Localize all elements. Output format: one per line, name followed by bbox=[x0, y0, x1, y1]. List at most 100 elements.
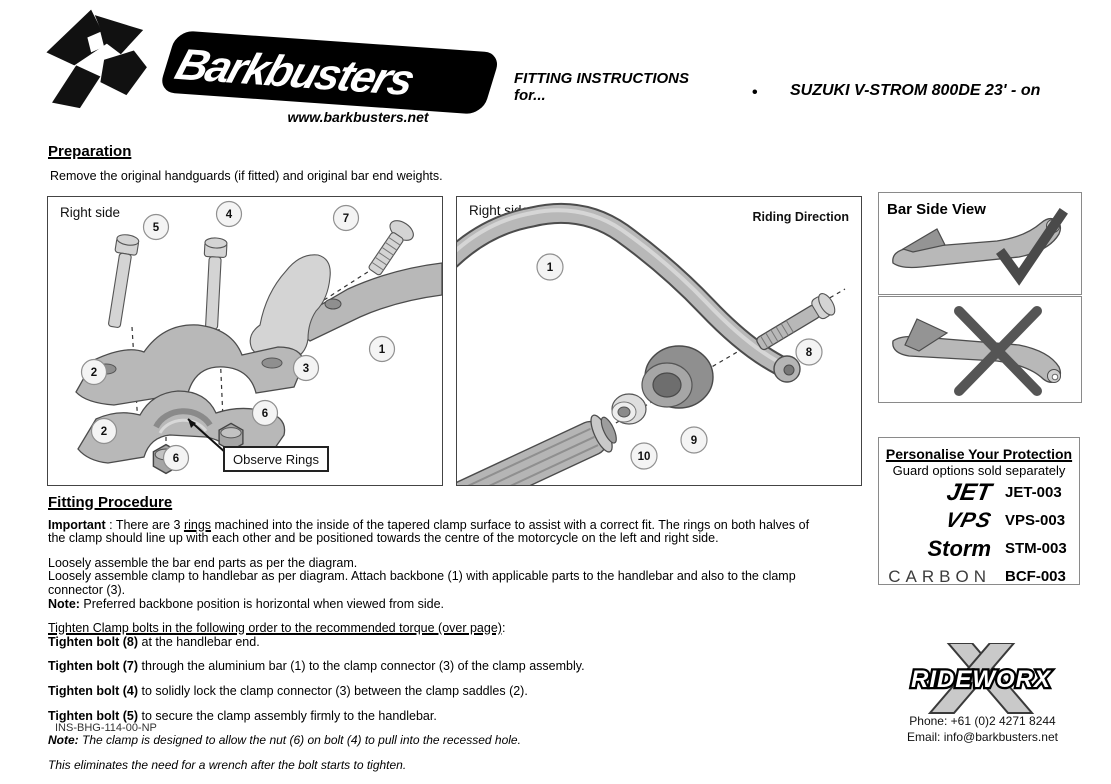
website-url: www.barkbusters.net bbox=[287, 109, 429, 125]
rideworx-x-icon bbox=[946, 643, 1035, 714]
contact-block: Phone: +61 (0)2 4271 8244 Email: info@ba… bbox=[880, 714, 1085, 745]
riding-direction-label: Riding Direction bbox=[752, 210, 849, 224]
barend-diagram-box: Right side Riding Direction bbox=[427, 196, 862, 525]
svg-text:10: 10 bbox=[638, 451, 651, 463]
callout-9: 9 bbox=[680, 426, 708, 454]
jet-logo: JET bbox=[944, 478, 994, 506]
svg-text:6: 6 bbox=[262, 408, 268, 420]
bar-side-view-incorrect-box bbox=[878, 296, 1082, 403]
tighten-heading: Tighten Clamp bolts in the following ord… bbox=[48, 621, 506, 636]
dashed-line bbox=[218, 328, 224, 420]
svg-text:1: 1 bbox=[379, 344, 386, 356]
document-code: INS-BHG-114-00-NP bbox=[55, 722, 157, 734]
fitting-procedure-section: Fitting Procedure Important : There are … bbox=[48, 494, 810, 783]
tighten-bolt-4: Tighten bolt (4) to solidly lock the cla… bbox=[48, 683, 528, 698]
bar-fin bbox=[904, 318, 949, 352]
barend-spacer bbox=[641, 345, 714, 409]
personalise-box: Personalise Your Protection Guard option… bbox=[878, 437, 1080, 586]
rideworx-wordmark: RIDEWORX bbox=[911, 666, 1052, 693]
svg-text:1: 1 bbox=[547, 262, 554, 274]
callout-2b: 2 bbox=[90, 417, 118, 445]
callout-6a: 6 bbox=[251, 399, 279, 427]
bar-eye-hole bbox=[1051, 373, 1059, 381]
bar-side-view-correct: Bar Side View bbox=[887, 201, 1068, 286]
model-name: SUZUKI V-STROM 800DE 23' - on bbox=[790, 82, 1041, 99]
carbon-code: BCF-003 bbox=[1005, 568, 1066, 585]
svg-text:2: 2 bbox=[91, 367, 97, 379]
barkbusters-emblem-icon bbox=[46, 9, 147, 109]
note-line: Note: Preferred backbone position is hor… bbox=[48, 596, 445, 611]
svg-text:7: 7 bbox=[343, 213, 349, 225]
clamp-ring-detail bbox=[158, 418, 208, 434]
doc-title: FITTING INSTRUCTIONS for... bbox=[514, 70, 689, 104]
callout-3: 3 bbox=[292, 354, 320, 382]
storm-code: STM-003 bbox=[1005, 540, 1067, 557]
callout-7: 7 bbox=[332, 204, 360, 232]
tighten-bolt-7: Tighten bolt (7) through the aluminium b… bbox=[48, 659, 585, 674]
assemble-line2: Loosely assemble clamp to handlebar as p… bbox=[48, 569, 796, 597]
bar-side-view-heading: Bar Side View bbox=[887, 201, 986, 218]
checkmark-icon bbox=[996, 208, 1068, 286]
svg-text:4: 4 bbox=[226, 209, 233, 221]
barend-washer bbox=[611, 393, 647, 425]
storm-logo: Storm bbox=[927, 535, 991, 561]
x-mark-icon bbox=[954, 306, 1042, 396]
clamp-diagram-box: Right side bbox=[47, 196, 443, 486]
assemble-line1: Loosely assemble the bar end parts as pe… bbox=[48, 555, 358, 570]
callout-1: 1 bbox=[368, 335, 396, 363]
callout-4: 4 bbox=[215, 200, 243, 228]
saddle-hole bbox=[261, 357, 283, 369]
important-paragraph: Important : There are 3 rings machined i… bbox=[48, 517, 810, 546]
vps-logo: VPS bbox=[943, 508, 994, 532]
svg-text:8: 8 bbox=[806, 347, 813, 359]
bar-side-view-correct-box: Bar Side View bbox=[878, 192, 1082, 295]
handlebar-grip bbox=[427, 414, 617, 525]
personalise-heading: Personalise Your Protection bbox=[885, 446, 1073, 462]
callout-1: 1 bbox=[536, 253, 564, 281]
preparation-body: Remove the original handguards (if fitte… bbox=[50, 169, 443, 183]
callout-5: 5 bbox=[142, 213, 170, 241]
model-bullet: • bbox=[752, 84, 758, 101]
rideworx-x-icon bbox=[927, 643, 1016, 714]
backbone-bar bbox=[442, 204, 788, 374]
guard-option-row: CARBON BCF-003 bbox=[879, 563, 1079, 590]
svg-text:3: 3 bbox=[303, 363, 309, 375]
svg-text:6: 6 bbox=[173, 453, 179, 465]
observe-rings-arrow bbox=[188, 419, 196, 428]
preparation-heading: Preparation bbox=[48, 143, 132, 160]
callout-2a: 2 bbox=[80, 358, 108, 386]
doc-title-line2: for... bbox=[514, 87, 546, 104]
bar-bolt-hole bbox=[324, 298, 342, 310]
clamp-connector bbox=[249, 254, 331, 364]
email-line: Email: info@barkbusters.net bbox=[907, 729, 1058, 744]
rideworx-logo: RIDEWORX bbox=[909, 643, 1053, 714]
barend-bolt-8 bbox=[756, 293, 836, 351]
clamp-bolt-4 bbox=[203, 237, 228, 330]
barkbusters-logo: Barkbusters bbox=[46, 9, 497, 114]
doc-title-line1: FITTING INSTRUCTIONS bbox=[514, 70, 689, 87]
observe-rings-label: Observe Rings bbox=[233, 452, 319, 467]
carbon-logo: CARBON bbox=[888, 566, 991, 586]
svg-text:5: 5 bbox=[153, 222, 160, 234]
clamp-exploded-diagram: Right side bbox=[60, 200, 443, 475]
vps-code: VPS-003 bbox=[1005, 512, 1066, 529]
callout-8: 8 bbox=[795, 338, 823, 366]
bar-side-view-incorrect bbox=[892, 306, 1062, 396]
callout-10: 10 bbox=[630, 442, 658, 470]
italic-note-line2: This eliminates the need for a wrench af… bbox=[48, 757, 407, 772]
bar-bolt-7 bbox=[368, 220, 414, 276]
clamp-saddle-upper bbox=[75, 324, 305, 406]
guard-option-row: VPS VPS-003 bbox=[879, 507, 1079, 534]
phone-line: Phone: +61 (0)2 4271 8244 bbox=[909, 714, 1056, 728]
clamp-ring-detail bbox=[153, 408, 213, 429]
personalise-subheading: Guard options sold separately bbox=[892, 463, 1066, 478]
callout-6b: 6 bbox=[162, 444, 190, 472]
svg-text:2: 2 bbox=[101, 426, 107, 438]
fitting-heading: Fitting Procedure bbox=[48, 494, 173, 511]
barend-exploded-diagram: Right side Riding Direction bbox=[427, 202, 849, 525]
italic-note-line1: Note: The clamp is designed to allow the… bbox=[48, 733, 521, 748]
bar-fin bbox=[901, 228, 946, 253]
diagram-left-side-label: Right side bbox=[60, 205, 120, 220]
backbone-bar-highlight bbox=[449, 208, 779, 363]
